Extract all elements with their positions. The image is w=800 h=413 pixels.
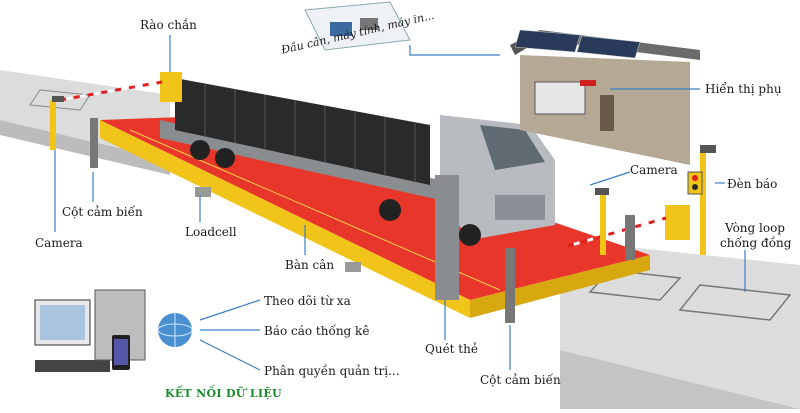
label-camera-left: Camera — [35, 236, 83, 250]
label-phan-quyen: Phân quyền quản trị... — [264, 364, 400, 378]
sensor-pole-left — [50, 100, 56, 150]
barrier-gate-left — [160, 72, 182, 102]
label-hien-thi-phu: Hiển thị phụ — [705, 82, 782, 96]
loop-square-1 — [588, 269, 682, 301]
label-vong-loop: Vòng loop — [725, 221, 785, 235]
wheel — [190, 140, 210, 160]
sensor-pole-bottom — [505, 248, 515, 323]
label-chong-dong: chống đồng — [720, 236, 792, 250]
card-reader-pole — [435, 175, 459, 300]
label-bao-cao: Báo cáo thống kê — [264, 324, 370, 338]
platform-frame — [100, 120, 470, 318]
label-rao-chan: Rào chắn — [140, 18, 197, 32]
road-right — [560, 240, 800, 409]
label-theo-doi: Theo dõi từ xa — [264, 294, 351, 308]
label-ket-noi: KẾT NỐI DỮ LIỆU — [165, 387, 282, 400]
label-camera-right: Camera — [630, 163, 678, 177]
camera-icon — [700, 145, 716, 153]
loop-square-2 — [678, 284, 792, 321]
office-room — [304, 1, 411, 51]
callout-lines — [54, 35, 746, 371]
traffic-light-icon — [687, 171, 703, 195]
solar-panel-icon — [514, 29, 641, 59]
sub-display — [580, 80, 596, 86]
label-cot-cam-bien-bottom: Cột cảm biến — [480, 373, 561, 387]
label-loadcell: Loadcell — [185, 225, 237, 239]
label-quet-the: Quét thẻ — [425, 342, 478, 356]
loadcell-block — [195, 187, 211, 197]
barrier-gate-right — [665, 205, 690, 240]
label-den-bao: Đèn báo — [727, 177, 778, 191]
label-ban-can: Bàn cân — [285, 258, 335, 272]
cargo-load — [175, 78, 430, 185]
label-cot-cam-bien-left: Cột cảm biến — [62, 205, 143, 219]
